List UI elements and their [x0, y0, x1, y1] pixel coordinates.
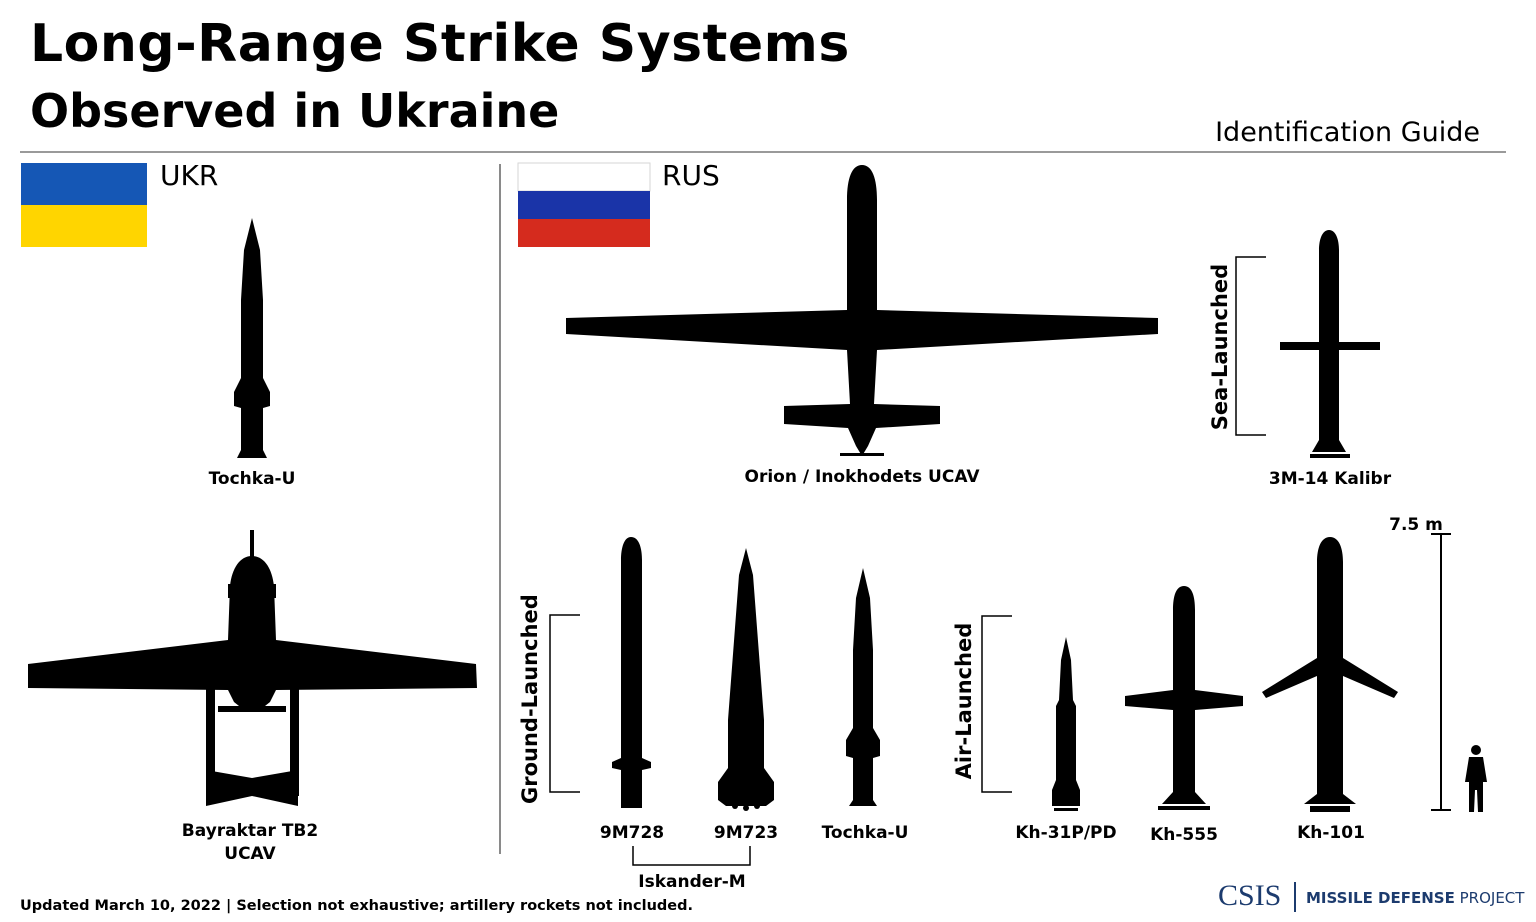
- rus-flag-stripe: [518, 219, 650, 247]
- kh-101-label: Kh-101: [1297, 823, 1365, 843]
- iskander-bracket: [632, 846, 751, 866]
- sea-launched-label: Sea-Launched: [1208, 263, 1232, 431]
- scale-bar: [1431, 533, 1451, 811]
- kalibr-label: 3M-14 Kalibr: [1268, 469, 1392, 489]
- header-divider: [20, 151, 1506, 153]
- bayraktar-label-line2: UCAV: [224, 844, 276, 864]
- ground-launched-bracket: [549, 614, 580, 793]
- rus-country-code: RUS: [662, 159, 720, 192]
- missile-defense-project-logo: MISSILE DEFENSE PROJECT: [1306, 888, 1524, 908]
- logo-project-bold: MISSILE DEFENSE: [1306, 889, 1455, 907]
- ukr-flag-stripe: [21, 163, 147, 205]
- kh-101-silhouette: [1262, 537, 1398, 812]
- ukr-flag-stripe: [21, 205, 147, 247]
- air-launched-label: Air-Launched: [952, 622, 976, 780]
- ukr-country-code: UKR: [160, 159, 219, 192]
- ukraine-flag: [21, 163, 147, 247]
- iskander-label: Iskander-M: [638, 872, 746, 892]
- logo-project-light: PROJECT: [1459, 889, 1525, 907]
- kh-555-label: Kh-555: [1150, 825, 1218, 845]
- orion-label: Orion / Inokhodets UCAV: [744, 467, 980, 487]
- human-scale-figure: [1465, 745, 1487, 812]
- 9m723-label: 9M723: [713, 823, 779, 843]
- rus-tochka-u-label: Tochka-U: [821, 823, 909, 843]
- ground-launched-label: Ground-Launched: [518, 594, 542, 804]
- csis-logo: CSIS: [1218, 879, 1282, 912]
- air-launched-bracket: [981, 615, 1012, 793]
- bayraktar-label-line1: Bayraktar TB2: [181, 821, 319, 841]
- russia-flag: [517, 162, 651, 247]
- 9m728-silhouette: [612, 537, 651, 808]
- 9m728-label: 9M728: [599, 823, 665, 843]
- rus-flag-stripe: [518, 191, 650, 219]
- orion-uav-silhouette: [566, 165, 1158, 456]
- 9m723-silhouette: [718, 548, 774, 811]
- kh-31-silhouette: [1052, 637, 1080, 811]
- guide-label: Identification Guide: [1215, 117, 1480, 148]
- footer-note: Updated March 10, 2022 | Selection not e…: [20, 898, 693, 914]
- ukr-tochka-u-silhouette: [234, 218, 270, 458]
- scale-label: 7.5 m: [1389, 515, 1443, 535]
- logo-divider: [1294, 882, 1296, 912]
- bayraktar-tb2-silhouette: [28, 530, 477, 806]
- page-title: Long-Range Strike Systems: [30, 14, 850, 74]
- ukr-tochka-u-label: Tochka-U: [208, 469, 296, 489]
- country-divider: [499, 164, 501, 854]
- rus-tochka-u-silhouette: [846, 568, 880, 806]
- kh-555-silhouette: [1125, 586, 1243, 810]
- kh-31-label: Kh-31P/PD: [1015, 823, 1117, 843]
- sea-launched-bracket: [1235, 256, 1266, 436]
- kalibr-silhouette: [1280, 230, 1380, 458]
- page-subtitle: Observed in Ukraine: [30, 84, 560, 138]
